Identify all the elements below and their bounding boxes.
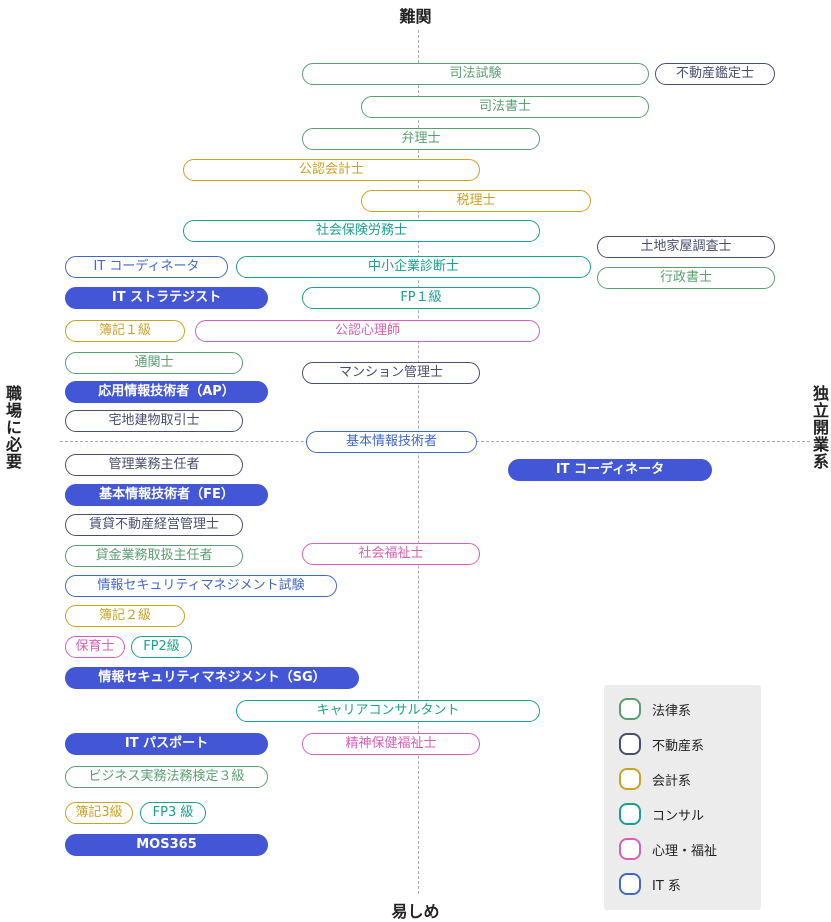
qual-item: ビジネス実務法務検定３級 [65,766,268,788]
qual-item: 貸金業務取扱主任者 [65,545,243,567]
qual-item: 基本情報技術者 [306,431,477,453]
qual-item: MOS365 [65,834,268,856]
legend-swatch [619,733,641,755]
qual-item: 土地家屋調査士 [597,236,775,258]
qual-item: 情報セキュリティマネジメント試験 [65,575,337,597]
qual-item: IT パスポート [65,733,268,755]
axis-label-right: 独立開業系 [810,385,829,470]
qual-item: IT コーディネータ [65,256,228,278]
qual-item: 公認心理師 [195,320,540,342]
qual-item: 基本情報技術者（FE） [65,484,268,506]
qual-item: 公認会計士 [183,159,480,181]
qual-item: IT ストラテジスト [65,287,268,309]
qual-item: 保育士 [65,636,125,658]
qual-item: 簿記3級 [65,802,133,824]
legend-label: コンサル [652,809,705,824]
qual-item: 情報セキュリティマネジメント（SG） [65,667,359,689]
qual-item: FP2級 [131,636,192,658]
qual-item: 行政書士 [597,267,775,289]
qual-item: 管理業務主任者 [65,454,243,476]
qual-item: 通関士 [65,352,243,374]
qual-item: キャリアコンサルタント [236,700,540,722]
qual-item: 賃貸不動産経営管理士 [65,514,243,536]
legend-swatch [619,768,641,790]
qual-item: FP１級 [302,287,540,309]
qual-item: マンション管理士 [302,362,480,384]
qual-item: 弁理士 [302,128,540,150]
legend-swatch [619,838,641,860]
legend-label: 法律系 [652,704,692,719]
qual-item: 応用情報技術者（AP） [65,381,268,403]
qual-item: 税理士 [361,190,591,212]
qual-item: 中小企業診断士 [236,256,591,278]
legend-swatch [619,698,641,720]
qual-item: 宅地建物取引士 [65,410,243,432]
legend-swatch [619,873,641,895]
vertical-axis-line [418,30,419,894]
qual-item: FP3 級 [140,802,206,824]
qual-item: 簿記２級 [65,605,185,627]
legend-swatch [619,803,641,825]
qual-item: 社会福祉士 [302,543,480,565]
qual-item: IT コーディネータ [508,459,712,481]
legend: 法律系 不動産系 会計系 コンサル 心理・福祉 IT 系 [604,685,761,910]
qual-item: 社会保険労務士 [183,220,540,242]
legend-label: 会計系 [652,774,692,789]
axis-label-top: 難関 [399,7,432,26]
qual-item: 簿記１級 [65,320,185,342]
legend-label: IT 系 [652,879,681,894]
qual-item: 司法書士 [361,96,649,118]
qual-item: 不動産鑑定士 [655,63,775,85]
qual-item: 司法試験 [302,63,649,85]
axis-label-left: 職場に必要 [3,385,22,470]
legend-label: 不動産系 [652,739,705,754]
legend-label: 心理・福祉 [652,844,718,859]
axis-label-bottom: 易しめ [391,902,440,921]
qual-item: 精神保健福祉士 [302,733,480,755]
